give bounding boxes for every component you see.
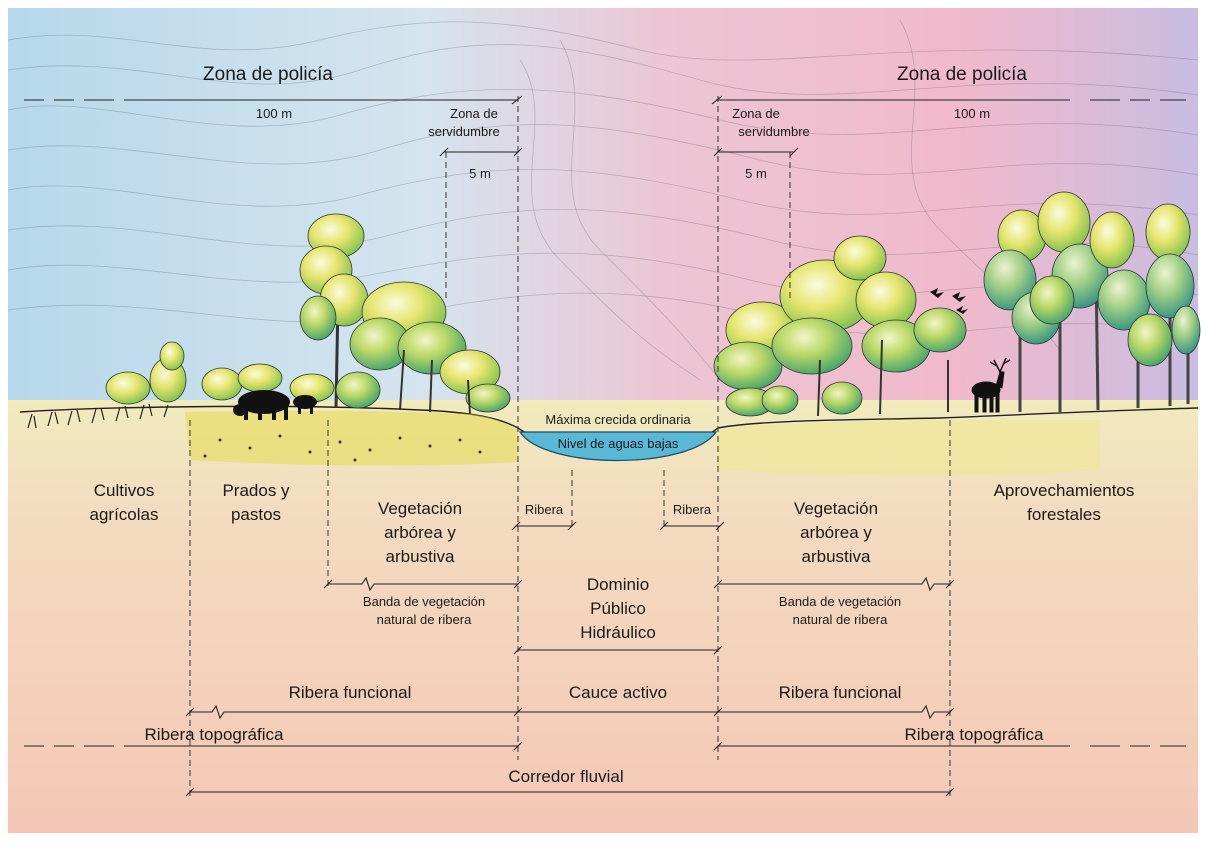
veg-left-label-2: arbórea y	[384, 523, 456, 542]
nivel-aguas-label: Nivel de aguas bajas	[558, 436, 679, 451]
cinco-m-left-label: 5 m	[469, 166, 491, 181]
cultivos-label-1: Cultivos	[94, 481, 154, 500]
ribera-topo-dim-left	[24, 741, 523, 751]
zona-policia-line-right	[711, 95, 1186, 105]
veg-right-label-2: arbórea y	[800, 523, 872, 542]
dominio-label-1: Dominio	[587, 575, 649, 594]
dominio-dim	[513, 645, 723, 655]
maxima-crecida-label: Máxima crecida ordinaria	[545, 412, 691, 427]
servidumbre-right-label-2: servidumbre	[738, 124, 810, 139]
left-shrubs	[105, 341, 335, 405]
cien-m-right-label: 100 m	[954, 106, 990, 121]
ribera-funcional-right-label: Ribera funcional	[779, 683, 902, 702]
ribera-right-label: Ribera	[673, 502, 712, 517]
servidumbre-left-label-2: servidumbre	[428, 124, 500, 139]
birds-icon	[930, 288, 968, 314]
ribera-funcional-left-label: Ribera funcional	[289, 683, 412, 702]
aprovechamientos-label-2: forestales	[1027, 505, 1101, 524]
corredor-dim	[185, 787, 955, 797]
forest-trees	[983, 191, 1201, 412]
zona-policia-right-label: Zona de policía	[897, 64, 1027, 85]
prados-label-2: pastos	[231, 505, 281, 524]
meadow-dots	[203, 434, 482, 462]
banda-right-label-2: natural de ribera	[793, 612, 888, 627]
crop-sprouts	[27, 403, 169, 429]
ribera-funcional-dim-right	[718, 704, 955, 720]
cultivos-label-2: agrícolas	[90, 505, 159, 524]
banda-left-label-2: natural de ribera	[377, 612, 472, 627]
servidumbre-right-label-1: Zona de	[732, 106, 780, 121]
prados-label-1: Prados y	[222, 481, 290, 500]
river-water	[518, 431, 718, 462]
ribera-dim-right	[659, 521, 725, 531]
dominio-label-2: Público	[590, 599, 646, 618]
guide-lines	[189, 96, 951, 800]
veg-right-label-3: arbustiva	[802, 547, 872, 566]
aprovechamientos-label-1: Aprovechamientos	[994, 481, 1135, 500]
dominio-label-3: Hidráulico	[580, 623, 656, 642]
sky-swirl-lines	[7, 19, 1199, 381]
veg-left-label-1: Vegetación	[378, 499, 462, 518]
cien-m-left-label: 100 m	[256, 106, 292, 121]
cinco-m-right-label: 5 m	[745, 166, 767, 181]
servidumbre-left-label-1: Zona de	[450, 106, 498, 121]
cauce-activo-label: Cauce activo	[569, 683, 667, 702]
left-trees	[299, 213, 511, 415]
ribera-dim-left	[511, 521, 577, 531]
ribera-topo-dim-right	[713, 741, 1186, 751]
banda-right-label-1: Banda de vegetación	[779, 594, 901, 609]
ribera-topografica-right-label: Ribera topográfica	[905, 725, 1044, 744]
banda-dim-left	[323, 576, 523, 592]
banda-left-label-1: Banda de vegetación	[363, 594, 485, 609]
sky-background	[8, 8, 1198, 428]
deer-icon	[971, 357, 1011, 413]
zona-policia-line-left	[24, 95, 523, 105]
corredor-fluvial-label: Corredor fluvial	[508, 767, 623, 786]
ribera-topografica-left-label: Ribera topográfica	[145, 725, 284, 744]
veg-right-label-1: Vegetación	[794, 499, 878, 518]
meadow-wash	[185, 410, 518, 466]
zona-policia-left-label: Zona de policía	[203, 64, 333, 85]
ribera-left-label: Ribera	[525, 502, 564, 517]
cow-icon	[233, 390, 317, 420]
veg-left-label-3: arbustiva	[386, 547, 456, 566]
right-trees	[713, 235, 967, 417]
banda-dim-right	[713, 576, 955, 592]
right-bank-wash	[718, 420, 1100, 476]
